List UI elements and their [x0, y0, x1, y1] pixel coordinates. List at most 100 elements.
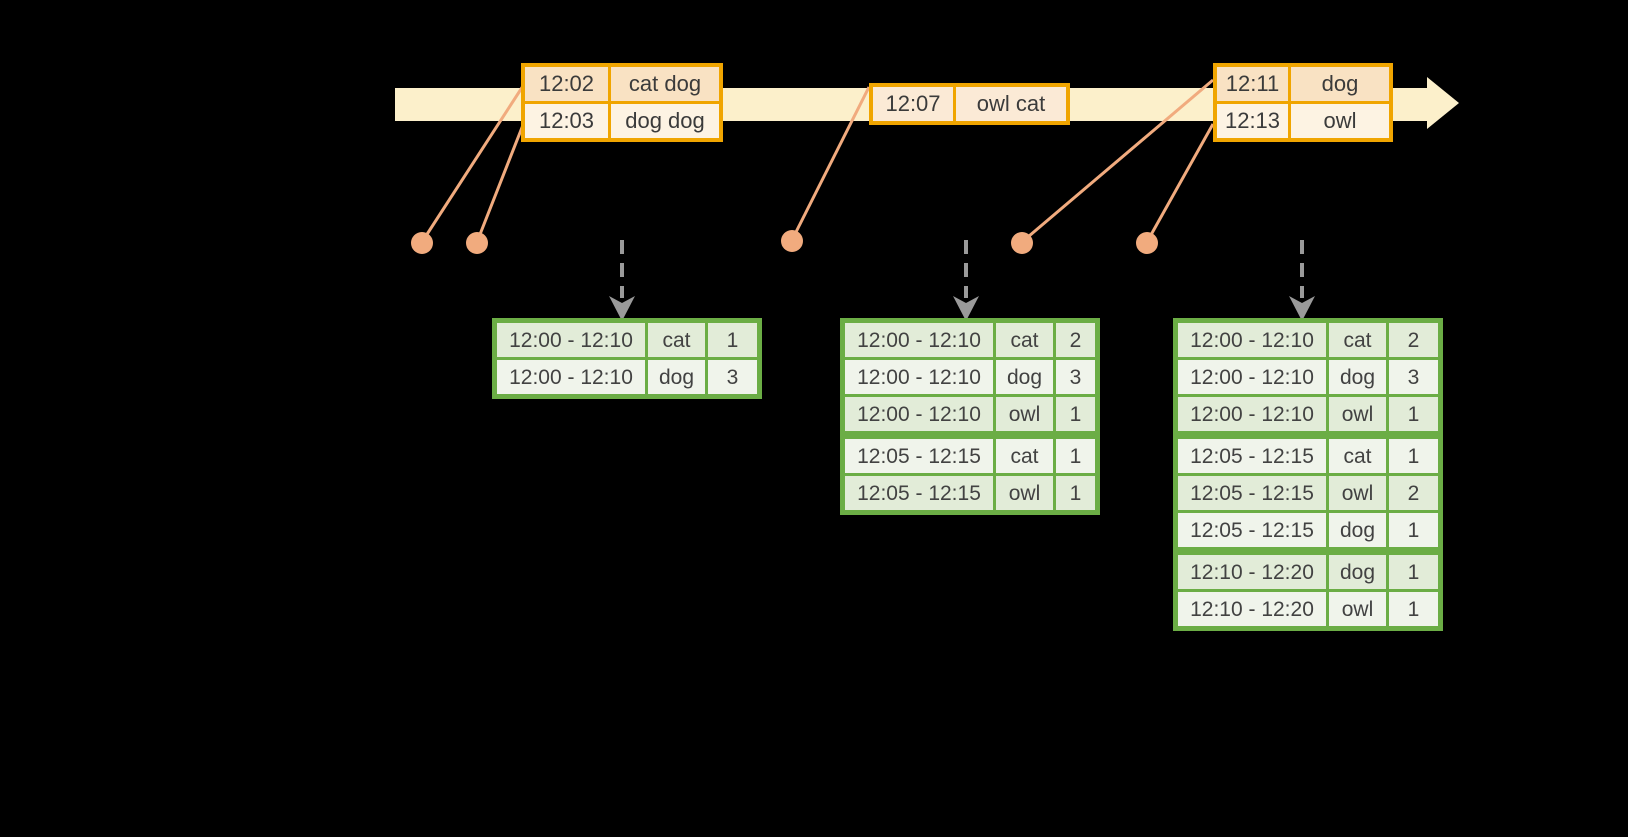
result-word-cell: dog [996, 360, 1056, 394]
result-window-cell: 12:00 - 12:10 [497, 323, 648, 357]
event-dot-icon [1136, 232, 1158, 254]
event-time-cell: 12:07 [873, 87, 956, 121]
event-words-cell: dog dog [611, 104, 719, 138]
result-window-cell: 12:05 - 12:15 [1178, 513, 1329, 547]
result-count-cell: 1 [708, 323, 757, 357]
result-word-cell: owl [1329, 592, 1389, 626]
event-dot-icon [1011, 232, 1033, 254]
event-time-cell: 12:03 [525, 104, 611, 138]
event-time-cell: 12:02 [525, 67, 611, 101]
event-dot-icon [466, 232, 488, 254]
result-word-cell: owl [996, 476, 1056, 510]
result-word-cell: dog [648, 360, 708, 394]
trigger-arrows [620, 240, 1304, 298]
result-word-cell: cat [996, 439, 1056, 473]
result-count-cell: 1 [1389, 513, 1438, 547]
result-count-cell: 3 [1389, 360, 1438, 394]
result-count-cell: 1 [1389, 439, 1438, 473]
event-dot-icon [781, 230, 803, 252]
event-connector-line [790, 86, 871, 241]
trigger-arrowheads [609, 296, 1315, 321]
event-connector-line [475, 124, 525, 243]
event-dot-icon [411, 232, 433, 254]
result-word-cell: dog [1329, 513, 1389, 547]
result-count-cell: 3 [1056, 360, 1095, 394]
result-window-cell: 12:00 - 12:10 [845, 397, 996, 431]
result-word-cell: owl [1329, 397, 1389, 431]
event-words-cell: owl [1291, 104, 1389, 138]
result-window-cell: 12:05 - 12:15 [845, 439, 996, 473]
result-count-cell: 2 [1389, 476, 1438, 510]
result-window-cell: 12:05 - 12:15 [845, 476, 996, 510]
result-window-cell: 12:10 - 12:20 [1178, 555, 1329, 589]
event-words-cell: dog [1291, 67, 1389, 101]
result-count-cell: 3 [708, 360, 757, 394]
result-window-cell: 12:00 - 12:10 [845, 323, 996, 357]
result-window-cell: 12:05 - 12:15 [1178, 439, 1329, 473]
result-window-cell: 12:00 - 12:10 [845, 360, 996, 394]
trigger-arrowhead-icon [1289, 296, 1315, 321]
result-word-cell: owl [996, 397, 1056, 431]
result-window-cell: 12:10 - 12:20 [1178, 592, 1329, 626]
result-count-cell: 1 [1056, 397, 1095, 431]
event-connector-line [1145, 123, 1215, 243]
result-count-cell: 2 [1389, 323, 1438, 357]
event-connector-line [1021, 78, 1214, 244]
result-word-cell: cat [996, 323, 1056, 357]
result-count-cell: 1 [1389, 592, 1438, 626]
event-time-cell: 12:11 [1217, 67, 1291, 101]
result-window-cell: 12:00 - 12:10 [1178, 323, 1329, 357]
timeline-arrowhead-icon [1427, 77, 1459, 129]
result-word-cell: cat [1329, 439, 1389, 473]
result-window-cell: 12:00 - 12:10 [1178, 397, 1329, 431]
event-words-cell: owl cat [956, 87, 1066, 121]
event-marker-dots [411, 230, 1158, 254]
trigger-arrowhead-icon [953, 296, 979, 321]
result-word-cell: dog [1329, 555, 1389, 589]
result-word-cell: owl [1329, 476, 1389, 510]
result-window-cell: 12:00 - 12:10 [497, 360, 648, 394]
result-window-cell: 12:05 - 12:15 [1178, 476, 1329, 510]
result-count-cell: 1 [1389, 397, 1438, 431]
result-word-cell: dog [1329, 360, 1389, 394]
event-connector-lines [420, 78, 1215, 244]
result-word-cell: cat [1329, 323, 1389, 357]
trigger-arrowhead-icon [609, 296, 635, 321]
result-count-cell: 1 [1056, 439, 1095, 473]
result-window-cell: 12:00 - 12:10 [1178, 360, 1329, 394]
result-count-cell: 2 [1056, 323, 1095, 357]
event-words-cell: cat dog [611, 67, 719, 101]
result-word-cell: cat [648, 323, 708, 357]
event-time-cell: 12:13 [1217, 104, 1291, 138]
result-count-cell: 1 [1056, 476, 1095, 510]
result-count-cell: 1 [1389, 555, 1438, 589]
